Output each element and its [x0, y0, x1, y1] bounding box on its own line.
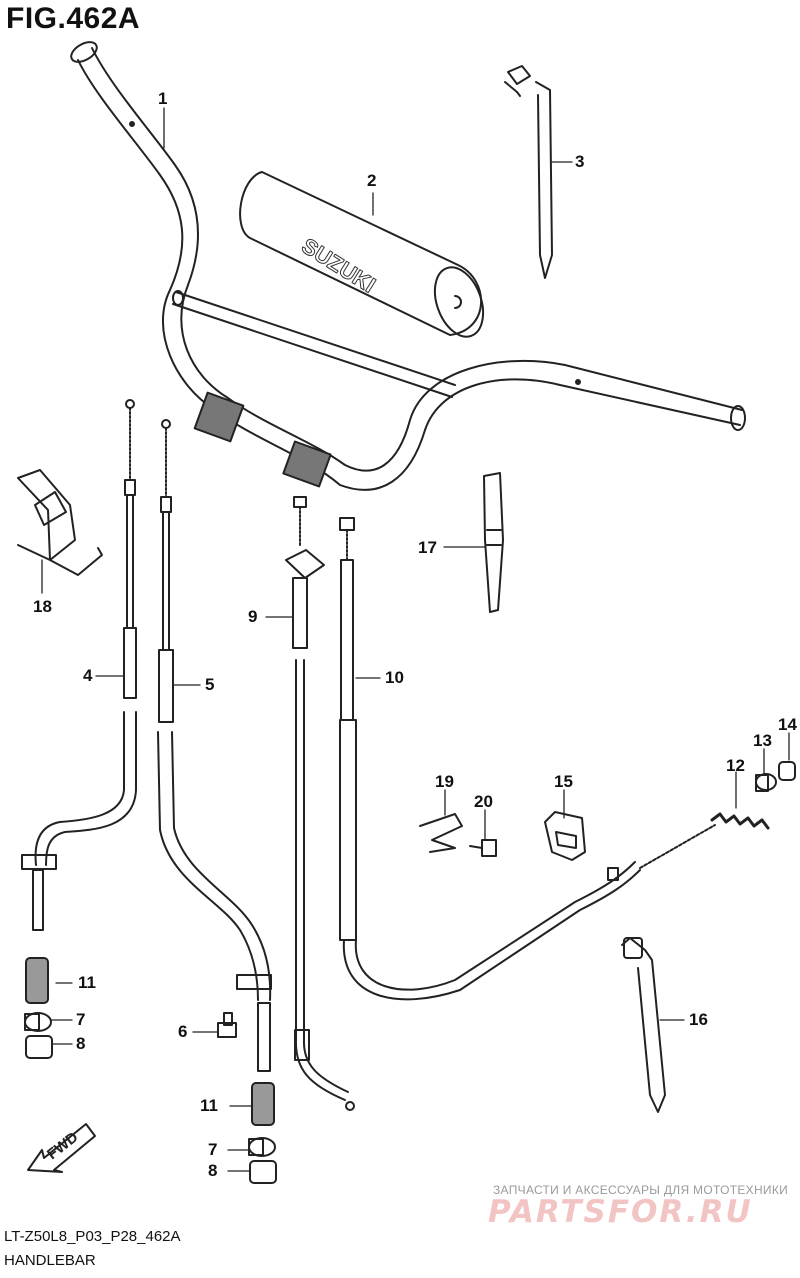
pad-brand-text: SUZUKI [297, 233, 380, 298]
clip-19-part [419, 813, 463, 853]
callout-6: 6 [178, 1022, 188, 1041]
handlebar-pad-part: SUZUKI [239, 171, 485, 338]
callout-10: 10 [385, 668, 404, 687]
callout-7-left: 7 [76, 1010, 86, 1029]
callout-11-left: 11 [78, 973, 96, 992]
brake-cable-10-part [339, 517, 716, 1001]
adjuster-13-part [755, 773, 777, 792]
knurl-band-left [193, 391, 245, 443]
callout-8-left: 8 [76, 1034, 86, 1053]
callout-13: 13 [753, 731, 772, 750]
callout-20: 20 [474, 792, 493, 811]
bolt-6-part [217, 1012, 237, 1038]
tie-wrap-3-part [504, 65, 553, 279]
callout-11-right: 11 [200, 1096, 218, 1115]
bracket-18-part [17, 469, 103, 576]
figure-code: LT-Z50L8_P03_P28_462A [4, 1228, 181, 1245]
clamp-15-part [544, 811, 586, 861]
bolt-20-part [469, 839, 497, 857]
knurl-band-right [282, 440, 332, 488]
watermark-logo: PARTSFOR.RU [488, 1194, 753, 1230]
figure-title: FIG.462A [6, 2, 141, 35]
handlebar-part [70, 41, 746, 491]
adjuster-7-left-part [24, 1012, 52, 1032]
forward-arrow-icon: FWD [27, 1123, 96, 1173]
callout-17: 17 [418, 538, 437, 557]
callout-7-right: 7 [208, 1140, 218, 1159]
watermark-tagline: ЗАПЧАСТИ И АКСЕССУАРЫ ДЛЯ МОТОТЕХНИКИ [493, 1183, 789, 1197]
tie-wrap-17-part [483, 472, 504, 613]
nut-8-left-part [25, 1035, 53, 1059]
nut-8-right-part [249, 1160, 277, 1184]
tie-wrap-16-part [621, 937, 666, 1113]
adjuster-7-right-part [248, 1137, 276, 1157]
callout-3: 3 [575, 152, 585, 171]
callout-4: 4 [83, 666, 93, 685]
callout-14: 14 [778, 715, 797, 734]
callout-15: 15 [554, 772, 573, 791]
brake-cable-9-part [285, 496, 355, 1111]
callout-9: 9 [248, 607, 258, 626]
callout-19: 19 [435, 772, 454, 791]
callout-12: 12 [726, 756, 745, 775]
throttle-cable-5-part [157, 419, 275, 1126]
spring-12-part [710, 812, 770, 830]
leader-lines [41, 107, 790, 1172]
callout-16: 16 [689, 1010, 708, 1029]
figure-name: HANDLEBAR [4, 1252, 96, 1269]
nut-14-part [778, 761, 796, 781]
callout-5: 5 [205, 675, 215, 694]
callout-18: 18 [33, 597, 52, 616]
throttle-cable-4-part [21, 399, 137, 1004]
callout-8-right: 8 [208, 1161, 218, 1180]
callout-2: 2 [367, 171, 377, 190]
callout-1: 1 [158, 89, 168, 108]
